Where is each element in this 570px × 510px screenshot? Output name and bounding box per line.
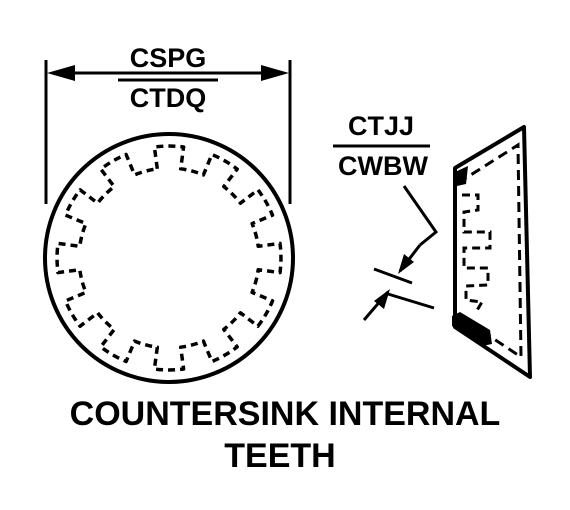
washer-front-view <box>43 132 295 384</box>
washer-outer-circle <box>43 132 295 384</box>
side-tooth-top <box>455 166 468 186</box>
arrowhead-upper-icon <box>398 254 414 274</box>
thickness-extension-line-2 <box>387 292 435 310</box>
internal-teeth-outline <box>55 144 283 372</box>
side-tooth-bottom <box>452 312 492 346</box>
arrowhead-lower-icon <box>374 289 390 309</box>
thickness-code-top: CTJJ <box>348 111 414 141</box>
diameter-code-bottom: CTDQ <box>130 83 207 113</box>
thickness-code-bottom: CWBW <box>338 151 428 181</box>
diameter-dimension: CSPG CTDQ <box>44 43 292 204</box>
side-tooth-hidden-line <box>462 193 492 313</box>
side-profile-outline <box>453 125 532 379</box>
caption-line-2: TEETH <box>224 437 335 475</box>
arrowhead-right-icon <box>261 65 289 81</box>
leader-line <box>402 185 439 247</box>
arrowhead-left-icon <box>47 65 75 81</box>
thickness-dimension: CTJJ CWBW <box>333 111 439 321</box>
thickness-extension-line-1 <box>373 267 413 285</box>
caption-line-1: COUNTERSINK INTERNAL <box>70 395 501 433</box>
caption: COUNTERSINK INTERNAL TEETH <box>70 395 501 475</box>
diameter-code-top: CSPG <box>130 43 207 73</box>
washer-side-view <box>452 125 532 379</box>
